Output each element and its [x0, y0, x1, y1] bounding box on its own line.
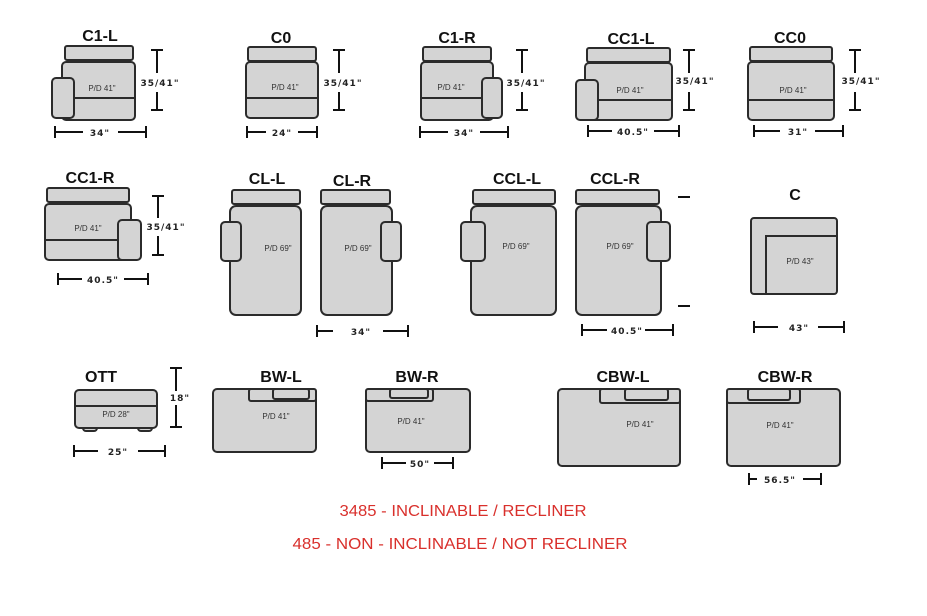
- height-dimension: 35/41": [140, 79, 179, 89]
- piece-ccl-l: CCL-L P/D 69": [460, 171, 557, 316]
- piece-bw-l: BW-L P/D 41": [212, 369, 317, 453]
- pd-label: P/D 41": [766, 421, 793, 430]
- pd-label: P/D 41": [74, 224, 101, 233]
- pd-label: P/D 43": [786, 257, 813, 266]
- piece-label: CL-R: [333, 173, 372, 190]
- piece-label: CBW-R: [758, 369, 813, 386]
- width-dimension: 40.5": [617, 128, 649, 138]
- pd-label: P/D 41": [88, 84, 115, 93]
- width-dimension: 50": [410, 460, 430, 470]
- piece-label: C0: [271, 30, 292, 47]
- piece-label: CC1-L: [607, 31, 654, 48]
- piece-ccl-r: CCL-R P/D 69" 40.5": [575, 171, 690, 337]
- pd-label: P/D 41": [271, 83, 298, 92]
- width-dimension: 40.5": [611, 327, 643, 337]
- width-dimension: 43": [789, 324, 809, 334]
- pd-label: P/D 41": [616, 86, 643, 95]
- piece-cl-r: CL-R P/D 69" 34": [316, 173, 409, 338]
- pd-label: P/D 69": [344, 244, 371, 253]
- width-dimension: 34": [351, 328, 371, 338]
- width-dimension: 24": [272, 129, 292, 139]
- legend-non-recliner: 485 - NON - INCLINABLE / NOT RECLINER: [293, 536, 628, 553]
- pd-label: P/D 28": [102, 410, 129, 419]
- height-dimension: 35/41": [146, 223, 185, 233]
- pd-label: P/D 41": [626, 420, 653, 429]
- width-dimension: 34": [454, 129, 474, 139]
- piece-label: BW-R: [395, 369, 439, 386]
- piece-cc1-r: CC1-R P/D 41" 35/41" 40.5": [44, 170, 185, 286]
- pd-label: P/D 41": [437, 83, 464, 92]
- piece-label: BW-L: [260, 369, 302, 386]
- pd-label: P/D 69": [264, 244, 291, 253]
- piece-label: CC1-R: [66, 170, 115, 187]
- pd-label: P/D 41": [397, 417, 424, 426]
- piece-c1-l: C1-L P/D 41" 35/41" 34": [51, 28, 179, 139]
- piece-label: C1-L: [82, 28, 118, 45]
- piece-label: CCL-L: [493, 171, 541, 188]
- legend-recliner: 3485 - INCLINABLE / RECLINER: [340, 503, 587, 520]
- piece-label: C: [789, 187, 801, 204]
- pd-label: P/D 69": [502, 242, 529, 251]
- width-dimension: 31": [788, 128, 808, 138]
- piece-c-corner: C P/D 43" 43": [750, 187, 845, 334]
- piece-bw-r: BW-R P/D 41" 50": [365, 369, 471, 470]
- piece-label: CCL-R: [590, 171, 640, 188]
- width-dimension: 25": [108, 448, 128, 458]
- piece-c1-r: C1-R P/D 41" 35/41" 34": [419, 30, 545, 139]
- height-dimension: 35/41": [506, 79, 545, 89]
- width-dimension: 56.5": [764, 476, 796, 486]
- width-dimension: 40.5": [87, 276, 119, 286]
- piece-cbw-l: CBW-L P/D 41": [557, 369, 681, 467]
- piece-ottoman: OTT P/D 28" 18" 25": [73, 367, 190, 458]
- height-dimension: 35/41": [323, 79, 362, 89]
- height-dimension: 35/41": [675, 77, 714, 87]
- piece-label: CC0: [774, 30, 806, 47]
- piece-label: CL-L: [249, 171, 286, 188]
- piece-label: C1-R: [438, 30, 476, 47]
- height-dimension: 18": [170, 394, 190, 404]
- pd-label: P/D 69": [606, 242, 633, 251]
- height-dimension: 35/41": [841, 77, 880, 87]
- piece-label: CBW-L: [597, 369, 650, 386]
- width-dimension: 34": [90, 129, 110, 139]
- piece-c0: C0 P/D 41" 35/41" 24": [245, 30, 362, 139]
- pd-label: P/D 41": [262, 412, 289, 421]
- piece-cl-l: CL-L P/D 69": [220, 171, 302, 316]
- piece-cbw-r: CBW-R P/D 41" 56.5": [726, 369, 841, 486]
- piece-label: OTT: [85, 369, 117, 386]
- piece-cc1-l: CC1-L P/D 41" 35/41" 40.5": [575, 31, 714, 138]
- pd-label: P/D 41": [779, 86, 806, 95]
- piece-cc0: CC0 P/D 41" 35/41" 31": [747, 30, 880, 138]
